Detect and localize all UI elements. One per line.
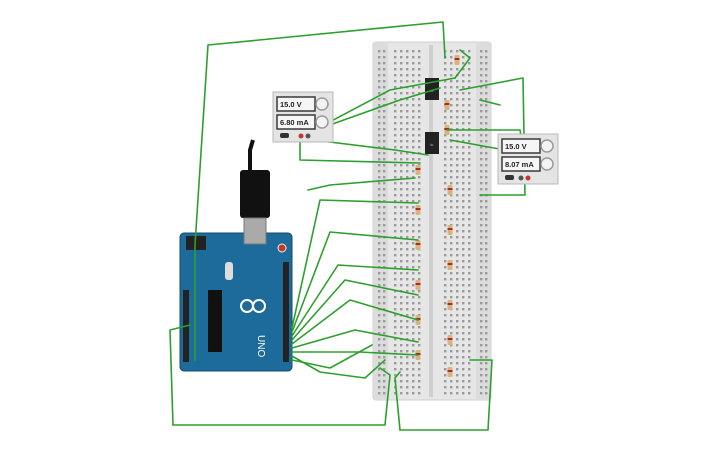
power-supply-1[interactable]: 15.0 V 6.80 mA xyxy=(272,91,334,143)
wire-bottom xyxy=(172,367,391,426)
wire-top-long xyxy=(194,21,446,361)
reset-button[interactable] xyxy=(277,243,287,253)
psu2-terminal-pos[interactable] xyxy=(525,175,531,181)
wire-d7 xyxy=(291,329,419,349)
wire-left xyxy=(169,324,191,426)
wire-d9 xyxy=(291,355,386,379)
wire-psu1-d xyxy=(304,138,429,156)
wire-d3 xyxy=(291,231,419,333)
power-jack xyxy=(186,236,206,250)
wire-psu1-c xyxy=(299,136,421,164)
breadboard-holes xyxy=(378,50,488,395)
resistor[interactable] xyxy=(415,205,421,215)
resistor[interactable] xyxy=(415,280,421,290)
wire-bottom-right xyxy=(399,359,493,431)
ic-chip-bottom[interactable]: ic xyxy=(425,132,439,154)
psu1-switch[interactable] xyxy=(280,133,289,138)
psu1-terminal-pos[interactable] xyxy=(305,133,311,139)
psu1-current-knob[interactable] xyxy=(315,115,329,129)
resistor[interactable] xyxy=(415,165,421,175)
wire-short-1 xyxy=(479,99,501,106)
wire-d10 xyxy=(291,344,373,369)
atmega-chip xyxy=(208,290,222,352)
usb-port xyxy=(243,217,267,245)
resistor[interactable] xyxy=(415,240,421,250)
psu1-voltage: 15.0 V xyxy=(280,100,302,109)
usb-cable xyxy=(248,139,255,170)
psu2-switch[interactable] xyxy=(505,175,514,180)
psu1-voltage-knob[interactable] xyxy=(315,97,329,111)
breadboard[interactable] xyxy=(372,41,492,401)
resistor[interactable] xyxy=(447,300,453,310)
resistor[interactable] xyxy=(447,335,453,345)
resistor[interactable] xyxy=(447,225,453,235)
arduino-uno-board[interactable]: UNO xyxy=(179,139,293,372)
wire-bottom-2 xyxy=(394,371,401,431)
psu2-terminal-neg[interactable] xyxy=(518,175,524,181)
wire-d2 xyxy=(291,199,419,329)
power-supply-2[interactable]: 15.0 V 8.07 mA xyxy=(497,133,559,185)
resistor[interactable] xyxy=(447,367,453,377)
psu1-current: 6.80 mA xyxy=(280,118,309,127)
wire-d1 xyxy=(307,177,416,191)
wire-psu1-a xyxy=(309,87,441,133)
digital-header xyxy=(283,262,289,362)
uno-label: UNO xyxy=(255,335,266,357)
wire-top-r xyxy=(454,49,471,79)
resistor[interactable] xyxy=(447,260,453,270)
crystal xyxy=(225,262,233,280)
resistor[interactable] xyxy=(444,100,450,110)
psu2-current-knob[interactable] xyxy=(540,157,554,171)
resistors xyxy=(415,55,460,377)
psu2-voltage-knob[interactable] xyxy=(540,139,554,153)
wire-d6 xyxy=(291,299,419,345)
psu1-terminal-neg[interactable] xyxy=(298,133,304,139)
usb-plug xyxy=(240,170,270,218)
psu2-current: 8.07 mA xyxy=(505,160,534,169)
wire-d4 xyxy=(291,264,419,337)
resistor[interactable] xyxy=(454,55,460,65)
resistor[interactable] xyxy=(447,185,453,195)
psu2-voltage: 15.0 V xyxy=(505,142,527,151)
svg-text:ic: ic xyxy=(431,142,434,147)
wire-d5 xyxy=(291,279,419,341)
